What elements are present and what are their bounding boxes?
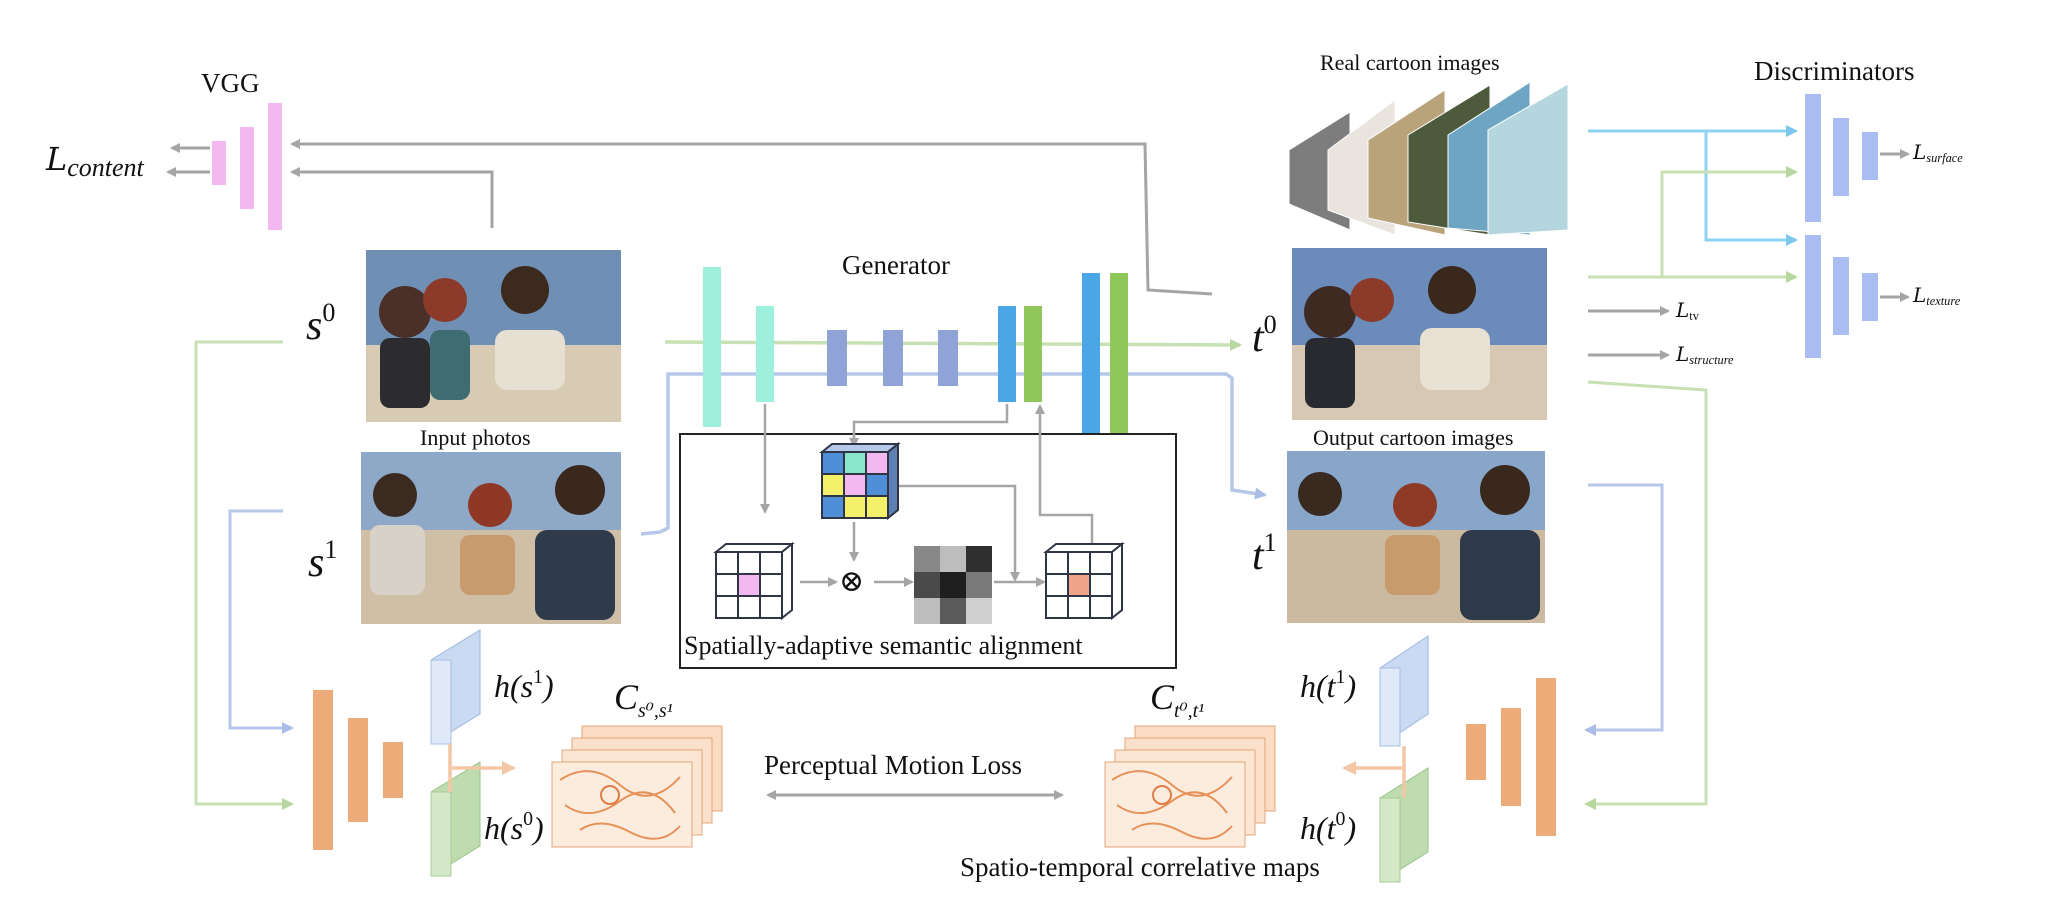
loss-texture-label: Ltexture xyxy=(1913,283,1960,309)
h-s1-symbol: h xyxy=(494,667,510,704)
h-s0-superscript: 0 xyxy=(523,808,534,830)
h-t1-var: t xyxy=(1326,667,1336,704)
t0-symbol: t xyxy=(1252,315,1264,362)
correlative-maps-source xyxy=(551,725,723,848)
target-input-lines xyxy=(1584,380,1708,810)
input-photos-label: Input photos xyxy=(420,425,531,450)
loss-content-symbol: L xyxy=(46,140,68,178)
c-target-label: Ct⁰,t¹ xyxy=(1150,676,1204,723)
loss-surface-symbol: L xyxy=(1913,140,1927,164)
feature-cube-h-s1 xyxy=(430,629,481,745)
loss-structure-subscript: structure xyxy=(1689,353,1734,368)
h-t1-label: h(t1) xyxy=(1300,666,1357,704)
loss-content-label: Lcontent xyxy=(46,140,144,183)
h-s0-label: h(s0) xyxy=(484,808,544,846)
s0-symbol: s xyxy=(306,303,323,350)
s1-superscript: 1 xyxy=(324,535,338,564)
feature-cube-h-t1 xyxy=(1379,635,1429,747)
h-s1-superscript: 1 xyxy=(533,666,544,688)
h-t0-symbol: h xyxy=(1300,809,1316,846)
alignment-label: Spatially-adaptive semantic alignment xyxy=(684,631,1083,660)
motion-loss-label: Perceptual Motion Loss xyxy=(764,750,1022,780)
c-source-label: Cs⁰,s¹ xyxy=(614,676,673,723)
h-t0-label: h(t0) xyxy=(1300,808,1357,846)
t1-label: t1 xyxy=(1252,528,1277,580)
output-cartoon-t1 xyxy=(1287,451,1545,623)
c-target-subscript: t⁰,t¹ xyxy=(1174,700,1205,722)
loss-surface-label: Lsurface xyxy=(1913,140,1963,166)
feature-extractor-target xyxy=(1466,678,1556,836)
h-t0-superscript: 0 xyxy=(1335,808,1346,830)
query-feature-grid xyxy=(819,441,901,521)
output-cartoon-t0 xyxy=(1292,248,1547,420)
h-s1-var: s xyxy=(520,667,534,704)
h-s0-var: s xyxy=(510,809,524,846)
t1-superscript: 1 xyxy=(1263,528,1277,557)
discriminator-output-arrows xyxy=(1588,149,1910,360)
otimes-symbol: ⊗ xyxy=(839,565,865,598)
st-maps-label: Spatio-temporal correlative maps xyxy=(960,852,1320,882)
h-t0-var: t xyxy=(1326,809,1336,846)
feature-cube-h-t0 xyxy=(1379,767,1429,883)
h-t1-symbol: h xyxy=(1300,667,1316,704)
t1-symbol: t xyxy=(1252,533,1264,580)
discriminators-label: Discriminators xyxy=(1754,56,1915,86)
source-cubes-merge xyxy=(448,744,516,792)
loss-tv-symbol: L xyxy=(1676,298,1690,322)
s0-superscript: 0 xyxy=(322,298,336,327)
s0-label: s0 xyxy=(306,298,335,350)
s1-symbol: s xyxy=(308,540,325,587)
key-feature-grid xyxy=(713,541,795,621)
real-cartoon-stack xyxy=(1288,81,1569,236)
target-cubes-merge xyxy=(1342,746,1406,798)
vgg-network xyxy=(212,103,282,230)
h-s0-symbol: h xyxy=(484,809,500,846)
alignment-arrows xyxy=(760,404,1094,587)
vgg-label: VGG xyxy=(201,68,260,98)
loss-texture-subscript: texture xyxy=(1926,294,1961,309)
feature-extractor-source xyxy=(313,690,403,850)
s1-label: s1 xyxy=(308,535,337,587)
generator-label: Generator xyxy=(842,250,950,280)
input-photo-s0 xyxy=(366,250,621,422)
loss-structure-label: Lstructure xyxy=(1676,342,1734,368)
t0-label: t0 xyxy=(1252,310,1277,362)
correlation-matrix xyxy=(914,546,992,624)
correlative-maps-target xyxy=(1104,725,1276,848)
discriminator-input-lines xyxy=(1588,125,1798,283)
discriminator-surface xyxy=(1805,94,1878,222)
loss-tv-subscript: tv xyxy=(1689,309,1699,324)
loss-texture-symbol: L xyxy=(1913,283,1927,307)
loss-tv-label: Ltv xyxy=(1676,298,1699,324)
source-input-lines xyxy=(194,340,294,810)
c-source-subscript: s⁰,s¹ xyxy=(638,700,673,722)
loss-structure-symbol: L xyxy=(1676,342,1690,366)
c-source-symbol: C xyxy=(614,677,639,717)
aligned-feature-grid xyxy=(1043,541,1125,621)
arrow-input-to-vgg xyxy=(290,167,494,228)
h-s1-label: h(s1) xyxy=(494,666,554,704)
loss-content-subscript: content xyxy=(67,153,144,182)
h-t1-superscript: 1 xyxy=(1335,666,1346,688)
real-cartoon-label: Real cartoon images xyxy=(1320,50,1500,75)
c-target-symbol: C xyxy=(1150,677,1175,717)
output-cartoon-label: Output cartoon images xyxy=(1313,425,1514,450)
input-photo-s1 xyxy=(361,452,621,624)
loss-surface-subscript: surface xyxy=(1926,151,1963,166)
feature-cube-h-s0 xyxy=(430,761,481,877)
arrow-output-to-vgg xyxy=(290,139,1213,296)
generator-network xyxy=(703,267,1128,433)
discriminator-texture xyxy=(1805,235,1878,358)
t0-superscript: 0 xyxy=(1263,310,1277,339)
vgg-output-arrows xyxy=(166,143,210,177)
